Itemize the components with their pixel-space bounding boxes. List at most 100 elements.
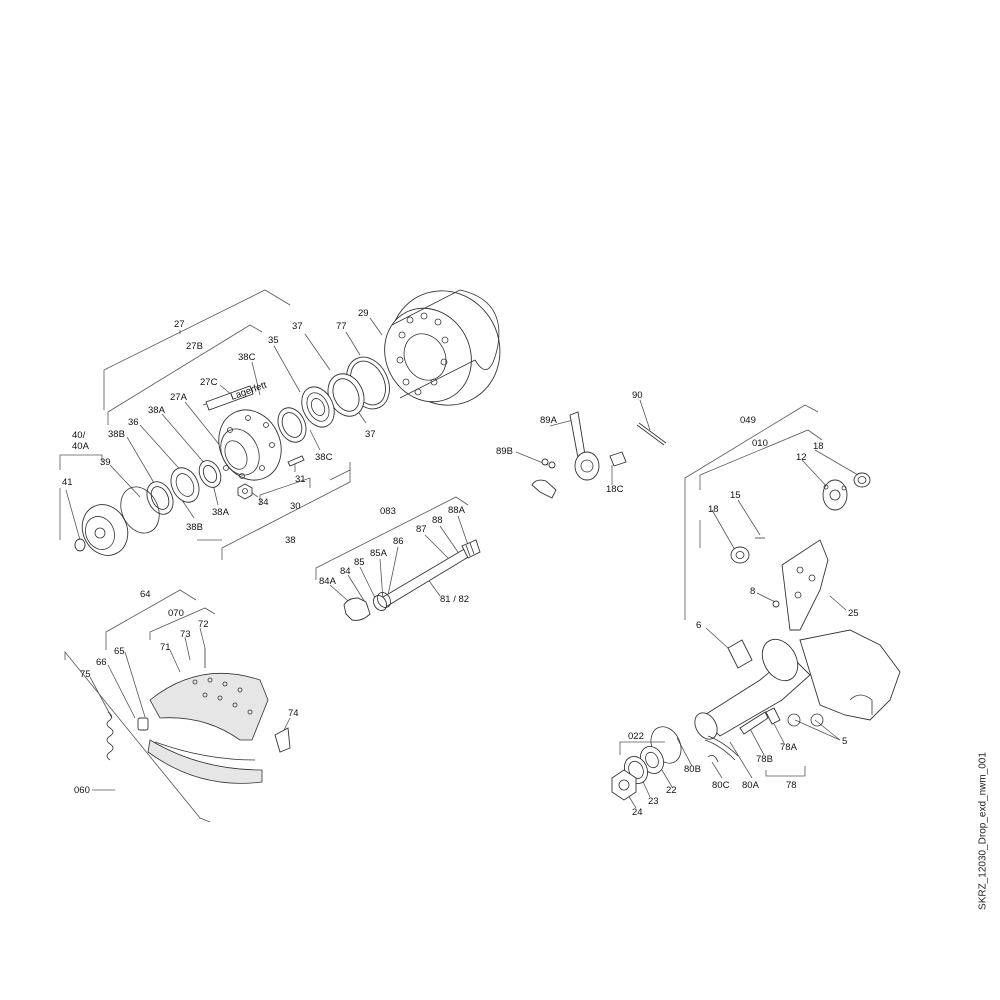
group-brackets [59, 289, 823, 823]
grease-tube-27C [202, 385, 254, 411]
label-060: 060 [74, 785, 90, 796]
hose-80A [704, 735, 739, 761]
label-87: 87 [416, 524, 427, 535]
label-40A: 40A [72, 441, 90, 452]
seal-38B [146, 481, 174, 515]
bushing-18-right [853, 472, 871, 488]
brake-shoe-lower-060 [147, 739, 263, 784]
label-81-82: 81 / 82 [440, 594, 469, 605]
label-84: 84 [340, 566, 351, 577]
stub-axle-6 [694, 638, 811, 740]
bracket-27B [107, 324, 263, 425]
label-25: 25 [848, 608, 859, 619]
bracket-010 [699, 429, 823, 490]
label-39: 39 [100, 457, 111, 468]
label-85: 85 [354, 557, 365, 568]
label-12: 12 [796, 452, 807, 463]
roller-66 [137, 717, 149, 731]
label-38C-bottom: 38C [315, 452, 333, 463]
bracket-64 [105, 589, 197, 650]
orings-5 [787, 713, 824, 727]
label-89B: 89B [496, 446, 513, 457]
label-38: 38 [285, 535, 296, 546]
label-022: 022 [628, 731, 644, 742]
label-22: 22 [666, 785, 677, 796]
clip-80C [707, 754, 719, 763]
label-23: 23 [648, 796, 659, 807]
label-86: 86 [393, 536, 404, 547]
bolt-78A [765, 707, 781, 725]
label-27B: 27B [186, 341, 203, 352]
bushing-18-left [730, 546, 750, 564]
label-8: 8 [750, 586, 755, 597]
grease-nipple-8 [772, 600, 780, 608]
label-41: 41 [62, 477, 73, 488]
label-15: 15 [730, 490, 741, 501]
flange-12 [822, 479, 848, 511]
bracket-049 [684, 404, 819, 620]
label-049: 049 [740, 415, 756, 426]
label-24: 24 [632, 807, 643, 818]
label-18-right: 18 [813, 441, 824, 452]
bracket-30 [259, 477, 311, 505]
race-38C [277, 407, 307, 443]
label-29: 29 [358, 308, 369, 319]
label-38B-top: 38B [108, 429, 125, 440]
label-27A: 27A [170, 392, 188, 403]
label-18-left: 18 [708, 504, 719, 515]
label-77: 77 [336, 321, 347, 332]
bearing-35 [301, 386, 335, 428]
label-74: 74 [288, 708, 299, 719]
label-40: 40/ [72, 430, 86, 441]
label-30: 30 [290, 501, 301, 512]
part-labels: 27 27B 27C 27A 29 77 37 37 35 38C 38C 38… [62, 308, 859, 818]
plug-41 [74, 538, 86, 552]
axle-nut-24 [611, 769, 637, 801]
label-88A: 88A [448, 505, 466, 516]
label-71: 71 [160, 642, 171, 653]
bracket-070 [149, 607, 216, 640]
wheel-nut-34 [237, 483, 253, 500]
slack-adjuster-89A [569, 411, 600, 481]
label-78A: 78A [780, 742, 798, 753]
ring-37 [327, 373, 365, 417]
brake-drum-29 [384, 289, 501, 406]
bracket-38 [221, 462, 351, 560]
label-5: 5 [842, 736, 847, 747]
label-80A: 80A [742, 780, 760, 791]
label-38A-top: 38A [148, 405, 166, 416]
label-010: 010 [752, 438, 768, 449]
grease-tube-stamp: Lagerfett [229, 380, 268, 403]
label-73: 73 [180, 629, 191, 640]
document-code: SKRZ_12030_Drop_exd_nwm_001 [976, 700, 990, 962]
label-36: 36 [128, 417, 139, 428]
label-80B: 80B [684, 764, 701, 775]
label-80C: 80C [712, 780, 730, 791]
label-34: 34 [258, 497, 269, 508]
label-31: 31 [295, 474, 306, 485]
bushing-6 [727, 639, 753, 669]
clip-74 [274, 727, 291, 753]
hub-cap-40 [81, 504, 129, 556]
axle-beam-25 [781, 539, 901, 721]
label-18C: 18C [606, 484, 624, 495]
wheel-stud-31 [287, 455, 305, 467]
label-65: 65 [114, 646, 125, 657]
label-89A: 89A [540, 415, 558, 426]
bracket-022 [619, 741, 665, 755]
label-6: 6 [696, 620, 701, 631]
label-37-bottom: 37 [365, 429, 376, 440]
label-90: 90 [632, 390, 643, 401]
label-84A: 84A [319, 576, 337, 587]
label-27: 27 [174, 319, 185, 330]
label-070: 070 [168, 608, 184, 619]
bearing-36 [170, 467, 200, 503]
label-38C-top: 38C [238, 352, 256, 363]
label-72: 72 [198, 619, 209, 630]
label-38A-bottom: 38A [212, 507, 230, 518]
label-75: 75 [80, 669, 91, 680]
pin-78B [739, 711, 769, 735]
cam-head-84A [343, 597, 371, 621]
label-78: 78 [786, 780, 797, 791]
label-37-top: 37 [292, 321, 303, 332]
